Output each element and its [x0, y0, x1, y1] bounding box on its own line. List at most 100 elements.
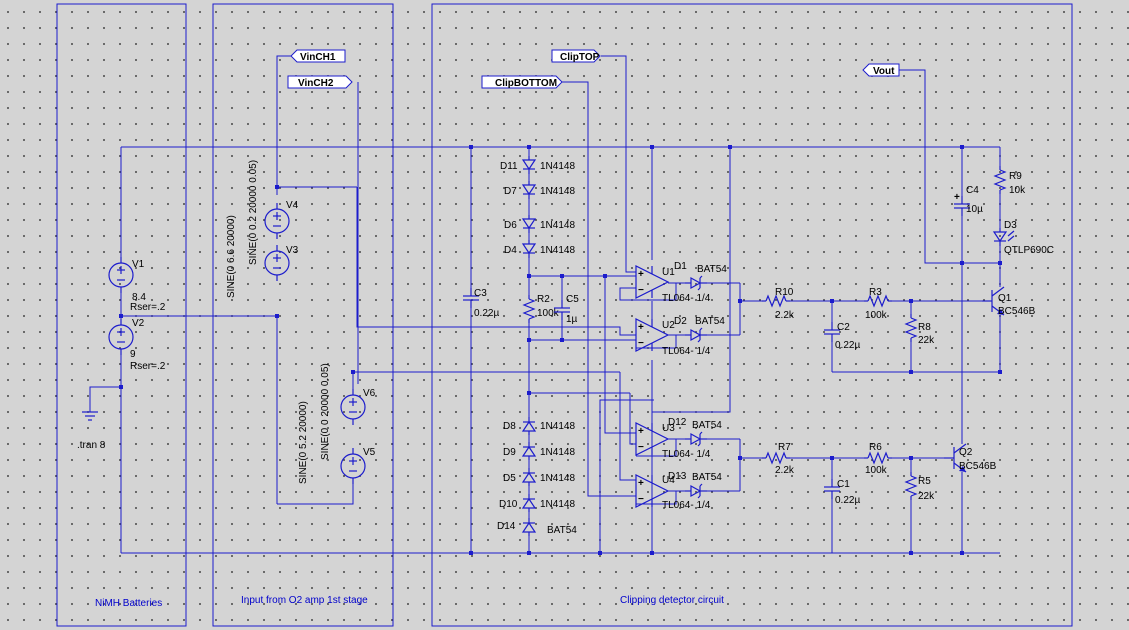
svg-text:22k: 22k — [918, 335, 935, 346]
svg-text:ClipBOTTOM: ClipBOTTOM — [495, 78, 557, 89]
transistor-q1: Q1 BC546B — [981, 286, 1036, 317]
diode-d8: D8 1N4148 — [503, 416, 575, 436]
diode-d7: D7 1N4148 — [504, 180, 575, 200]
svg-text:0.22µ: 0.22µ — [835, 340, 860, 351]
resistor-r10: R10 2.2k — [761, 287, 795, 321]
svg-text:U2: U2 — [662, 320, 675, 331]
opamp-u3: U3 TL064- 1/4 — [635, 422, 711, 460]
svg-text:Rser=.2: Rser=.2 — [130, 361, 166, 372]
svg-text:U3: U3 — [662, 423, 675, 434]
capacitor-c1: C1 0.22µ — [823, 478, 860, 506]
svg-text:100k: 100k — [537, 308, 560, 319]
svg-text:1N4148: 1N4148 — [540, 421, 575, 432]
input-section — [212, 3, 394, 627]
diode-d6: D6 1N4148 — [504, 214, 575, 234]
diode-d14: D14 BAT54 — [497, 517, 577, 537]
source-v6: V6 — [340, 388, 376, 426]
svg-text:22k: 22k — [918, 491, 935, 502]
svg-text:C1: C1 — [837, 479, 850, 490]
diode-d12: D12 BAT54 — [668, 417, 722, 447]
input-section-title: Input from O2 amp 1st stage — [241, 595, 368, 606]
svg-text:D14: D14 — [497, 521, 516, 532]
batteries-section — [56, 3, 187, 627]
svg-text:0.22µ: 0.22µ — [474, 308, 499, 319]
capacitor-c3: C3 0.22µ — [462, 287, 499, 319]
diode-d13: D13 BAT54 — [668, 471, 722, 499]
svg-text:1µ: 1µ — [566, 314, 578, 325]
svg-text:Vout: Vout — [873, 66, 895, 77]
svg-text:QTLP690C: QTLP690C — [1004, 245, 1054, 256]
svg-text:VinCH1: VinCH1 — [300, 52, 336, 63]
svg-text:D7: D7 — [504, 186, 517, 197]
svg-text:+: + — [954, 192, 960, 203]
svg-text:C3: C3 — [474, 288, 487, 299]
battery-v1: V1 8.4 Rser=.2 — [108, 256, 166, 313]
svg-text:D5: D5 — [503, 473, 516, 484]
net-flag-vout: Vout — [862, 63, 900, 77]
svg-text:R6: R6 — [869, 442, 882, 453]
svg-text:100k: 100k — [865, 465, 888, 476]
batteries-section-title: NiMH Batteries — [95, 598, 162, 609]
svg-text:U1: U1 — [662, 267, 675, 278]
opamp-u4: U4 TL064- 1/4 — [635, 474, 711, 511]
diode-d2: D2 BAT54 — [674, 316, 725, 343]
svg-text:1N4148: 1N4148 — [540, 161, 575, 172]
svg-text:BC546B: BC546B — [959, 461, 997, 472]
battery-v2: V2 9 Rser=.2 — [108, 318, 166, 372]
svg-text:1N4148: 1N4148 — [540, 447, 575, 458]
spice-directive: .tran 8 — [77, 440, 106, 451]
diode-d11: D11 1N4148 — [500, 155, 575, 175]
svg-text:R9: R9 — [1009, 171, 1022, 182]
svg-text:BAT54: BAT54 — [692, 420, 722, 431]
svg-text:V6: V6 — [363, 388, 376, 399]
resistor-r3: R3 100k — [863, 287, 893, 321]
svg-text:BAT54: BAT54 — [695, 316, 725, 327]
svg-text:R5: R5 — [918, 476, 931, 487]
svg-text:TL064- 1/4: TL064- 1/4 — [662, 500, 711, 511]
svg-text:V3: V3 — [286, 245, 299, 256]
net-flag-vinch2: VinCH2 — [287, 75, 353, 89]
svg-text:D8: D8 — [503, 421, 516, 432]
svg-text:ClipTOP: ClipTOP — [560, 52, 600, 63]
svg-text:D1: D1 — [674, 261, 687, 272]
source-v5: V5 — [340, 447, 376, 485]
net-flag-cliptop: ClipTOP — [551, 49, 601, 63]
svg-text:D11: D11 — [500, 161, 518, 172]
svg-text:8.4: 8.4 — [132, 292, 146, 303]
diode-d9: D9 1N4148 — [503, 441, 575, 461]
svg-text:BAT54: BAT54 — [697, 264, 727, 275]
svg-text:Q1: Q1 — [998, 293, 1012, 304]
resistor-r6: R6 100k — [863, 442, 893, 476]
svg-text:C2: C2 — [837, 322, 850, 333]
svg-text:C4: C4 — [966, 185, 979, 196]
svg-text:100k: 100k — [865, 310, 888, 321]
svg-text:D13: D13 — [668, 471, 687, 482]
clipping-section-title: Clipping detector circuit — [620, 595, 724, 606]
svg-text:R10: R10 — [775, 287, 794, 298]
svg-text:BC546B: BC546B — [998, 306, 1036, 317]
svg-text:10µ: 10µ — [966, 204, 983, 215]
svg-text:U4: U4 — [662, 475, 675, 486]
svg-text:R7: R7 — [778, 442, 791, 453]
svg-text:1N4148: 1N4148 — [540, 499, 575, 510]
source-v3-value: SINE(0 6.6 20000) — [226, 215, 237, 298]
svg-text:1N4148: 1N4148 — [540, 473, 575, 484]
svg-text:9: 9 — [130, 349, 136, 360]
resistor-r9: R9 10k — [994, 165, 1026, 196]
svg-text:1N4148: 1N4148 — [540, 245, 575, 256]
diode-d4: D4 1N4148 — [504, 239, 575, 259]
svg-text:D12: D12 — [668, 417, 687, 428]
resistor-r8: R8 22k — [905, 313, 935, 346]
source-v5-value: SINE(0 5.2 20000) — [298, 401, 309, 484]
svg-text:2.2k: 2.2k — [775, 310, 795, 321]
svg-text:0.22µ: 0.22µ — [835, 495, 860, 506]
net-flag-vinch1: VinCH1 — [290, 49, 346, 63]
svg-text:V5: V5 — [363, 447, 376, 458]
resistor-r5: R5 22k — [905, 471, 935, 502]
source-v4-value: SINE(0 0.2 20000 0.05) — [248, 160, 259, 265]
diode-d5: D5 1N4148 — [503, 467, 575, 487]
svg-text:D4: D4 — [504, 245, 517, 256]
svg-text:TL064- 1/4: TL064- 1/4 — [662, 449, 711, 460]
led-d3: D3 QTLP690C — [993, 220, 1054, 256]
